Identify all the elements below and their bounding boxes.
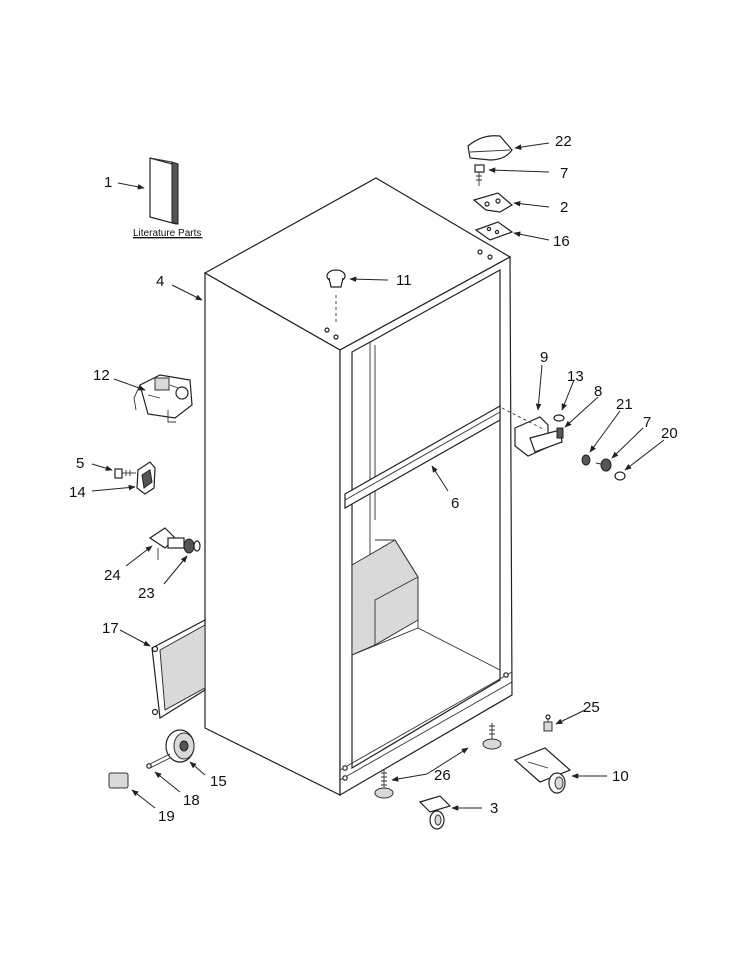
divider-rail [344, 404, 501, 510]
part-label-17: 17 [102, 620, 119, 637]
center-hinge [501, 407, 563, 457]
roller-cap [108, 772, 129, 789]
hinge-screw-2 [595, 458, 612, 472]
drain-fitting [148, 527, 201, 560]
part-label-7-mid: 7 [643, 414, 651, 431]
part-label-10: 10 [612, 768, 629, 785]
cabinet-shell [203, 177, 513, 797]
part-label-23: 23 [138, 585, 155, 602]
part-label-9: 9 [540, 349, 548, 366]
literature-booklet [149, 157, 179, 225]
leader-lines [91, 142, 665, 811]
hinge-bolt [543, 714, 553, 732]
plug-button [326, 269, 346, 325]
part-label-20: 20 [661, 425, 678, 442]
rear-access-panel [151, 619, 206, 720]
leveling-leg-right [482, 723, 502, 750]
part-label-19: 19 [158, 808, 175, 825]
part-label-24: 24 [104, 567, 121, 584]
part-label-14: 14 [69, 484, 86, 501]
part-label-16: 16 [553, 233, 570, 250]
hinge-screw [474, 164, 485, 186]
leveling-leg-left [374, 770, 394, 799]
part-label-7-top: 7 [560, 165, 568, 182]
part-label-22: 22 [555, 133, 572, 150]
clip-screw [114, 468, 136, 479]
part-label-21: 21 [616, 396, 633, 413]
roller-axle [146, 753, 171, 769]
part-label-3: 3 [490, 800, 498, 817]
top-hinge [472, 192, 514, 213]
bottom-hinge [513, 747, 572, 794]
hinge-bushing [581, 454, 591, 466]
roller-wheel [165, 729, 195, 763]
part-label-11: 11 [396, 272, 412, 289]
hinge-cap [614, 471, 626, 481]
water-valve [133, 374, 193, 423]
part-label-4: 4 [156, 273, 164, 290]
part-label-15: 15 [210, 773, 227, 790]
part-label-5: 5 [76, 455, 84, 472]
part-label-25: 25 [583, 699, 600, 716]
part-label-26: 26 [434, 767, 451, 784]
hinge-washer [553, 414, 565, 422]
literature-parts-label: Literature Parts [133, 228, 201, 239]
valve-clip [136, 461, 156, 495]
part-label-18: 18 [183, 792, 200, 809]
part-label-2: 2 [560, 199, 568, 216]
hinge-shim [474, 221, 514, 241]
part-label-12: 12 [93, 367, 110, 384]
part-label-13: 13 [567, 368, 584, 385]
hinge-pin [556, 427, 564, 439]
front-roller [418, 795, 452, 830]
hinge-cover [467, 135, 513, 161]
part-label-1: 1 [104, 174, 112, 191]
part-label-6: 6 [451, 495, 459, 512]
part-label-8: 8 [594, 383, 602, 400]
